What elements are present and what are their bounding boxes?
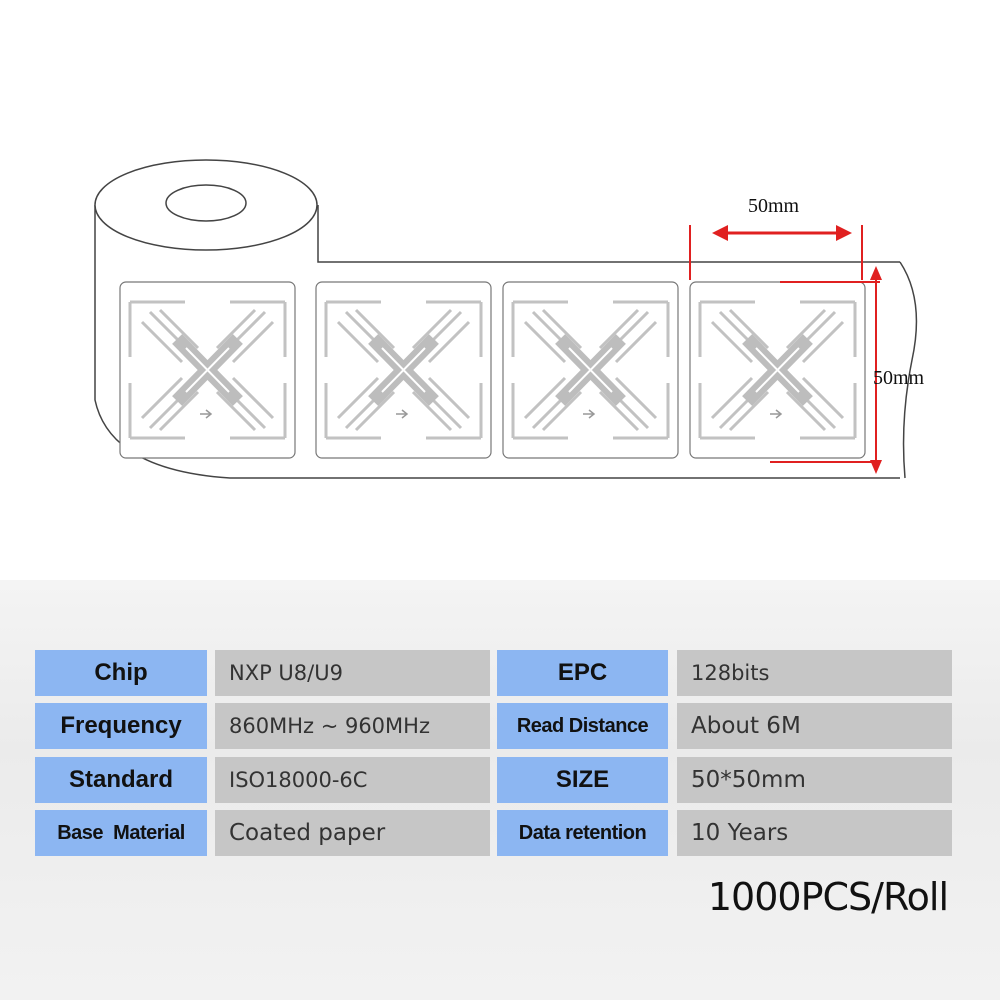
- spec-value: ISO18000-6C: [215, 757, 490, 803]
- dimension-markers: [689, 225, 882, 474]
- quantity-per-roll: 1000PCS/Roll: [707, 875, 949, 919]
- spec-value: Coated paper: [215, 810, 490, 856]
- spec-label: Data retention: [497, 810, 668, 856]
- spec-label: Frequency: [35, 703, 207, 749]
- spec-value: About 6M: [677, 703, 952, 749]
- rfid-tag: [316, 282, 491, 458]
- rfid-tag: [503, 282, 678, 458]
- spec-value: 50*50mm: [677, 757, 952, 803]
- spec-label: Read Distance: [497, 703, 668, 749]
- height-dimension-label: 50mm: [873, 367, 925, 389]
- rfid-tag: [690, 282, 865, 458]
- spec-label: EPC: [497, 650, 668, 696]
- rfid-tag: [120, 282, 295, 458]
- width-dimension-label: 50mm: [748, 195, 800, 217]
- spec-value: 128bits: [677, 650, 952, 696]
- spec-label: Chip: [35, 650, 207, 696]
- spec-value: NXP U8/U9: [215, 650, 490, 696]
- spec-value: 860MHz ~ 960MHz: [215, 703, 490, 749]
- spec-label: Base Material: [35, 810, 207, 856]
- spec-value: 10 Years: [677, 810, 952, 856]
- label-roll-diagram: 50mm 50mm: [94, 159, 925, 479]
- spec-label: SIZE: [497, 757, 668, 803]
- spec-label: Standard: [35, 757, 207, 803]
